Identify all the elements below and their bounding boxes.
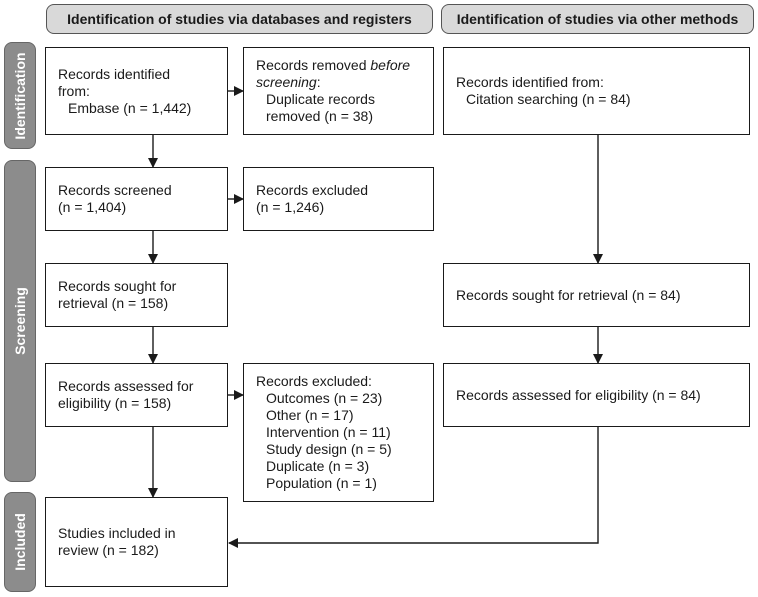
stage-screening-label: Screening [4,160,36,482]
records-sought-line-a: Records sought for [58,278,177,294]
records-excluded-line-b: (n = 1,246) [256,199,325,215]
box-records-assessed: Records assessed for eligibility (n = 15… [45,363,228,427]
excluded-reasons-title: Records excluded: [256,373,372,389]
stage-included-label: Included [4,492,36,592]
excluded-reason-item: Study design (n = 5) [266,441,392,457]
box-records-excluded-reasons: Records excluded: Outcomes (n = 23) Othe… [243,363,434,502]
records-assessed-line-a: Records assessed for [58,378,194,394]
records-identified-line-b: from: [58,82,90,99]
box-records-screened: Records screened (n = 1,404) [45,167,228,231]
box-other-records-assessed: Records assessed for eligibility (n = 84… [443,363,750,427]
box-records-removed: Records removed before screening: Duplic… [243,47,434,135]
records-removed-duplicates-a: Duplicate records [266,91,375,107]
records-removed-duplicates-b: removed (n = 38) [266,108,373,124]
excluded-reason-item: Population (n = 1) [266,475,377,491]
records-identified-line-a: Records identified [58,65,171,82]
other-assessed-text: Records assessed for eligibility (n = 84… [456,386,701,403]
box-records-excluded-screening: Records excluded (n = 1,246) [243,167,434,231]
excluded-reason-item: Outcomes (n = 23) [266,390,383,406]
records-removed-italic-before: before [370,57,411,73]
records-removed-prefix: Records removed [256,57,371,73]
box-other-records-identified: Records identified from: Citation search… [443,47,750,135]
excluded-reason-item: Other (n = 17) [266,407,354,423]
excluded-reason-item: Intervention (n = 11) [266,424,391,440]
records-screened-line-a: Records screened [58,182,172,198]
excluded-reason-item: Duplicate (n = 3) [266,458,370,474]
records-assessed-line-b: eligibility (n = 158) [58,395,172,411]
records-screened-line-b: (n = 1,404) [58,199,127,215]
studies-included-line-a: Studies included in [58,525,176,541]
stage-identification-label: Identification [4,42,36,149]
arrow-other-assessed-to-included [228,427,599,548]
records-sought-line-b: retrieval (n = 158) [58,295,169,311]
records-removed-italic-screening: screening [256,74,317,90]
records-removed-title-2: screening: [256,74,421,91]
records-removed-title: Records removed before [256,57,421,74]
other-sought-text: Records sought for retrieval (n = 84) [456,286,681,303]
header-databases-registers: Identification of studies via databases … [46,4,433,34]
records-excluded-line-a: Records excluded [256,182,369,198]
records-identified-embase: Embase (n = 1,442) [68,99,192,116]
records-removed-colon: : [316,74,321,90]
box-records-identified: Records identified from: Embase (n = 1,4… [45,47,228,135]
box-other-records-sought: Records sought for retrieval (n = 84) [443,263,750,327]
other-identified-line-a: Records identified from: [456,74,604,90]
studies-included-line-b: review (n = 182) [58,542,159,558]
other-identified-citation: Citation searching (n = 84) [466,91,631,107]
box-records-sought: Records sought for retrieval (n = 158) [45,263,228,327]
box-studies-included: Studies included in review (n = 182) [45,497,228,587]
header-other-methods: Identification of studies via other meth… [441,4,754,34]
